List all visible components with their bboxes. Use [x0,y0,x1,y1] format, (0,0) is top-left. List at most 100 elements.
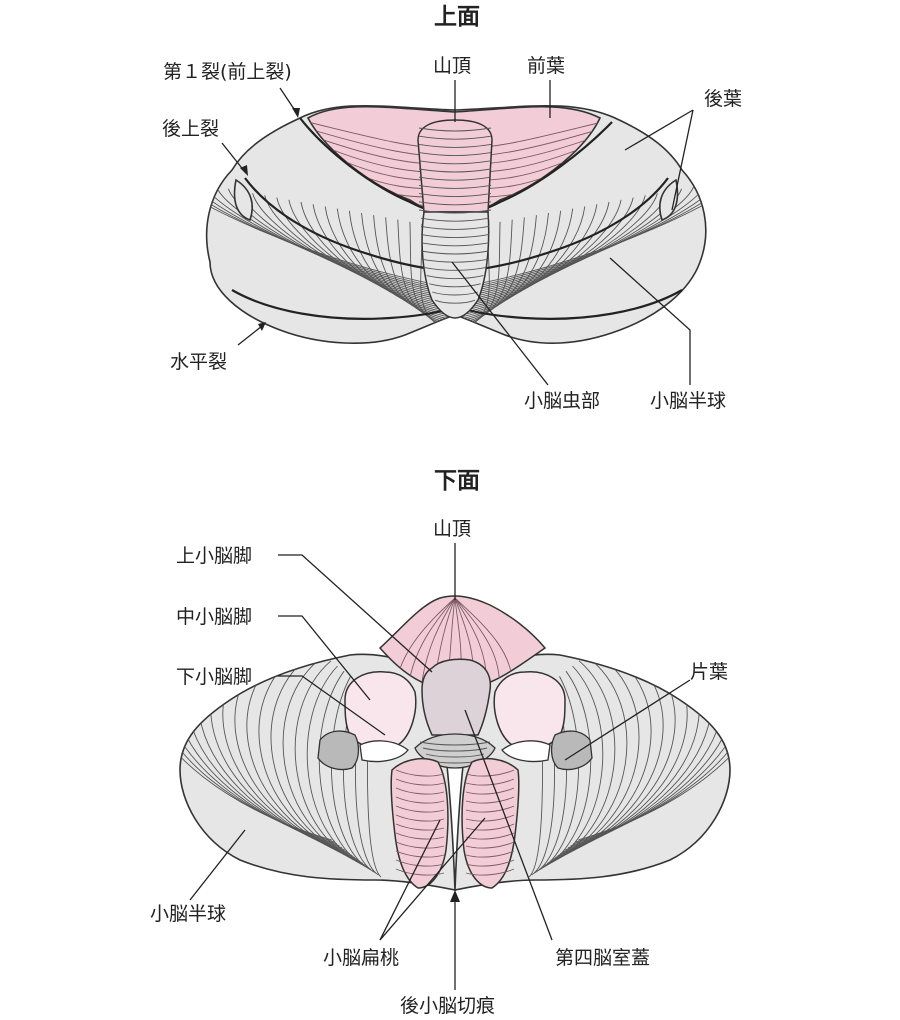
vermis-folium [432,291,478,296]
superior-folium-left [397,219,456,327]
inferior-folium-left [180,654,335,843]
inferior-folium-right [573,654,730,845]
vermis-folium [418,176,492,181]
nodulus-folium [422,747,488,752]
vermis-folium [418,160,492,165]
superior-title: 上面 [434,4,480,30]
vermis-folium [420,242,490,247]
vermis-folium [418,201,492,206]
label-posterior-superior-fissure: 後上裂 [162,118,219,140]
vermis-folium [418,193,492,198]
middle-peduncle-left [317,730,360,771]
leader-hemisphere-superior [609,257,691,385]
inferior-peduncle-left [359,740,409,763]
leader-tonsil-1 [379,819,441,941]
posterior-superior-fissure-left [244,177,441,272]
tonsil-folium-right [465,814,515,822]
posterior-superior-fissure-right [471,177,669,272]
leader-tonsil-2 [379,817,486,941]
superior-cerebellum [205,104,707,345]
label-primary-fissure: 第１裂(前上裂) [163,61,292,83]
vermis-folium [418,184,492,189]
leader-middle-peduncle [278,615,371,701]
inferior-title: 下面 [434,468,480,494]
vermis-folium [418,143,492,148]
superior-folium-right [454,208,574,317]
vermis-gray [421,211,490,319]
label-flocculus: 片葉 [690,661,728,683]
tonsil-folium-right [465,832,515,840]
superior-folium-left [206,177,456,289]
middle-peduncle-right [550,730,593,771]
superior-folium-left [336,208,456,317]
vermis-folium [418,135,492,140]
tonsil-folium-right [465,823,515,831]
tonsil-folium-left [395,823,445,831]
nodulus-folium [425,753,485,758]
left-notch [233,178,253,222]
tonsil-folium-right [465,841,515,849]
leader-posterior-lobe-1 [624,109,694,151]
label-posterior-notch: 後小脳切痕 [400,995,495,1017]
arrowhead-horizontal-fissure [258,322,266,331]
right-notch [659,178,679,222]
vermis-folium [429,283,481,288]
label-inferior-peduncle: 下小脳脚 [176,666,252,688]
culmen-inferior-folium [454,597,500,690]
vermis-folium [418,127,492,132]
superior-folium-right [454,215,537,323]
inferior-folium-left [180,654,337,845]
tonsil-folium-right [465,850,515,858]
leader-horizontal-fissure [237,325,263,346]
inferior-cerebellum [179,595,731,891]
label-anterior-lobe: 前葉 [527,55,565,77]
tonsil-folium-left [395,850,445,858]
leader-flocculus [564,679,691,761]
label-tonsil: 小脳扁桃 [323,947,399,969]
superior-folium-right [454,177,706,289]
tonsil-folium-left [395,841,445,849]
tonsil-folium-left [395,778,445,786]
leader-vermis [451,261,549,386]
tonsil-folium-left [395,868,445,876]
culmen-vermis-pink [417,119,493,213]
label-superior-peduncle: 上小脳脚 [176,545,252,567]
label-horizontal-fissure: 水平裂 [170,351,227,373]
label-hemisphere-superior: 小脳半球 [650,390,726,412]
superior-folia [206,177,706,331]
leader-superior-peduncle [278,554,433,673]
arrowhead-posterior-notch [450,890,460,902]
label-vermis: 小脳虫部 [524,390,600,412]
tonsil-folium-left [395,814,445,822]
tonsil-folium-left [395,769,445,777]
vermis-folium [420,225,490,230]
vermis-folia [418,127,492,304]
label-culmen-inferior: 山頂 [433,518,471,540]
inferior-folium-left [180,654,332,841]
leader-fourth-ventricle-roof [464,709,553,941]
vermis-folium [423,266,487,271]
arrowhead-posterior-superior-fissure [240,165,248,176]
label-middle-peduncle: 中小脳脚 [176,606,252,628]
nodulus-folium [419,741,491,746]
tonsil-folium-right [465,796,515,804]
label-posterior-lobe: 後葉 [704,88,742,110]
horizontal-fissure-right [459,289,683,320]
inferior-folium-right [578,654,730,841]
culmen-inferior-folium [420,597,456,690]
vermis-folium [418,209,492,214]
fourth-ventricle-roof [421,658,492,736]
superior-folium-left [312,204,456,313]
tonsil-folium-left [395,796,445,804]
label-hemisphere-inferior: 小脳半球 [150,903,226,925]
inferior-folium-right [575,654,730,843]
inferior-peduncle-right [501,740,551,763]
vermis-folium [418,168,492,173]
label-fourth-ventricle-roof: 第四脳室蓋 [555,947,650,969]
superior-folium-right [454,219,513,327]
leader-inferior-peduncle [278,675,386,736]
tonsil-folium-left [395,805,445,813]
tonsil-folium-right [465,787,515,795]
horizontal-fissure-left [231,289,453,320]
